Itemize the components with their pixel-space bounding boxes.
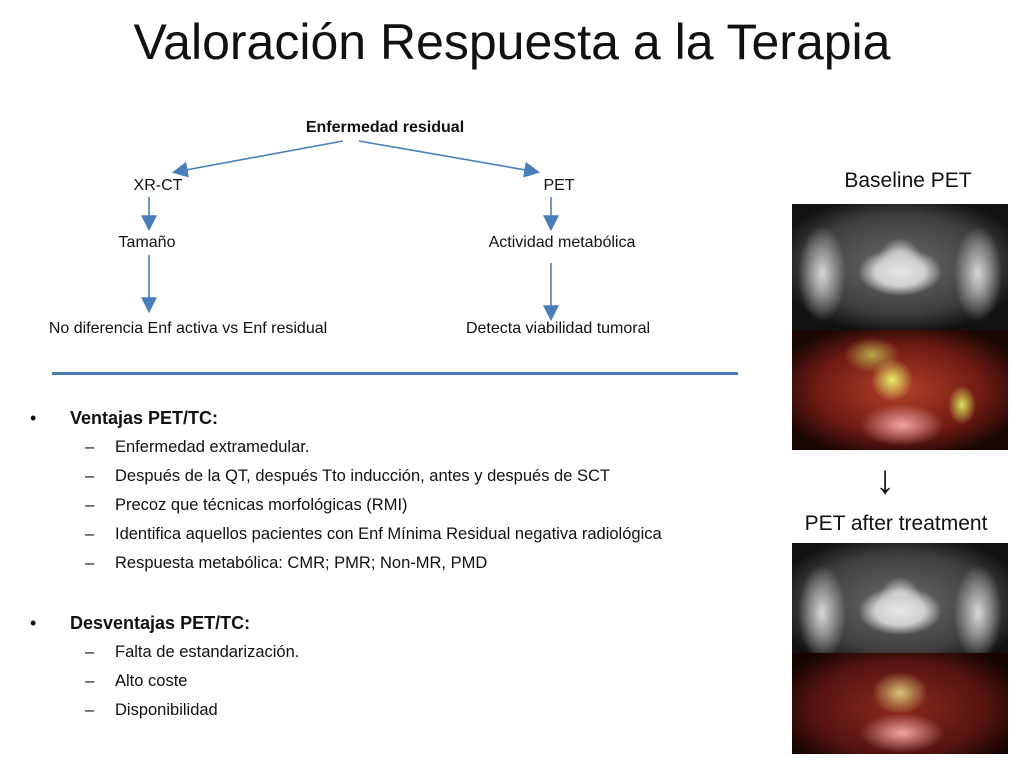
after-ct-scan-image — [792, 543, 1008, 653]
diagram-root: Enfermedad residual — [305, 119, 465, 136]
list-item: –Falta de estandarización. — [85, 643, 300, 661]
section-divider — [52, 372, 738, 375]
arrow-down-icon: ↓ — [875, 458, 895, 502]
list-item: –Disponibilidad — [85, 701, 218, 719]
diagram-right-method: PET — [543, 177, 575, 194]
flow-diagram-arrows — [141, 140, 559, 322]
diagram-right-result: Detecta viabilidad tumoral — [465, 320, 651, 337]
diagram-right-measure: Actividad metabólica — [488, 234, 636, 251]
diagram-left-method: XR-CT — [133, 177, 183, 194]
arrow-root-to-pet — [358, 140, 541, 178]
list-item: –Enfermedad extramedular. — [85, 438, 310, 456]
after-treatment-label: PET after treatment — [804, 512, 988, 535]
ventajas-list: • Ventajas PET/TC: –Enfermedad extramedu… — [30, 403, 662, 578]
baseline-pet-fused-image — [792, 330, 1008, 450]
bullet-icon: • — [30, 613, 37, 633]
baseline-pet-label: Baseline PET — [844, 169, 972, 192]
after-pet-fused-image — [792, 653, 1008, 754]
list-item: –Después de la QT, después Tto inducción… — [85, 467, 610, 485]
slide-title: Valoración Respuesta a la Terapia — [133, 14, 891, 70]
baseline-ct-scan-image — [792, 204, 1008, 330]
list-item: –Respuesta metabólica: CMR; PMR; Non-MR,… — [85, 554, 488, 572]
desventajas-heading: • Desventajas PET/TC: — [30, 608, 299, 638]
diagram-left-result: No diferencia Enf activa vs Enf residual — [48, 320, 328, 337]
list-item: –Precoz que técnicas morfológicas (RMI) — [85, 496, 408, 514]
list-item: –Identifica aquellos pacientes con Enf M… — [85, 525, 662, 543]
arrow-root-to-xrct — [171, 140, 344, 178]
bullet-icon: • — [30, 408, 37, 428]
diagram-left-measure: Tamaño — [118, 234, 176, 251]
desventajas-list: • Desventajas PET/TC: –Falta de estandar… — [30, 608, 299, 725]
list-item: –Alto coste — [85, 672, 188, 690]
ventajas-heading: • Ventajas PET/TC: — [30, 403, 662, 433]
